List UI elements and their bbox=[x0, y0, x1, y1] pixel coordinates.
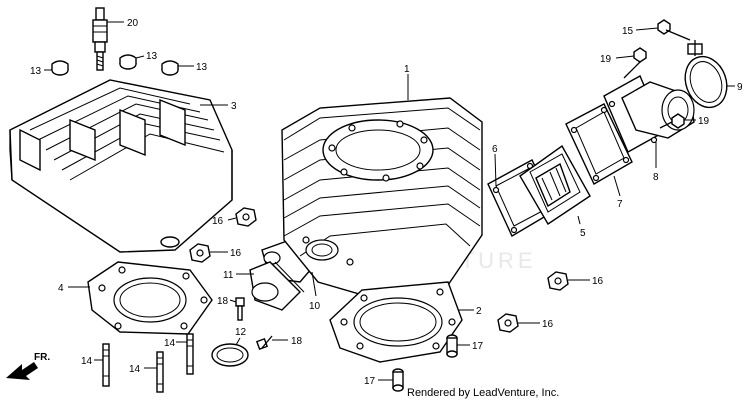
cap-nut-left[interactable] bbox=[51, 60, 69, 76]
callout-15: 15 bbox=[622, 26, 634, 37]
callout-9: 9 bbox=[737, 82, 743, 93]
callout-12: 12 bbox=[235, 327, 247, 338]
callout-5: 5 bbox=[580, 228, 586, 239]
o-ring[interactable] bbox=[211, 343, 249, 367]
reed-spacer-gasket[interactable] bbox=[565, 103, 633, 185]
render-credit: Rendered by LeadVenture, Inc. bbox=[407, 387, 559, 399]
callout-16-right-lower: 16 bbox=[542, 319, 554, 330]
base-gasket[interactable] bbox=[329, 281, 463, 363]
cylinder-head[interactable] bbox=[9, 79, 233, 253]
callout-20: 20 bbox=[127, 18, 139, 29]
intake-joint[interactable] bbox=[249, 239, 313, 311]
callout-18-lower: 18 bbox=[291, 336, 303, 347]
callout-17-lower: 17 bbox=[364, 376, 376, 387]
clamp-screw[interactable] bbox=[657, 19, 691, 41]
nut-right-upper[interactable] bbox=[547, 271, 569, 291]
stud-bolt-left[interactable] bbox=[102, 343, 110, 387]
callout-7: 7 bbox=[617, 199, 623, 210]
callout-11: 11 bbox=[223, 270, 234, 281]
front-direction-arrow: FR. bbox=[6, 352, 50, 380]
spark-plug[interactable] bbox=[92, 7, 108, 71]
hose-clamp[interactable] bbox=[678, 40, 733, 113]
callout-14-left: 14 bbox=[81, 356, 93, 367]
insulator-bolt-upper[interactable] bbox=[623, 47, 647, 79]
callout-19-lower: 19 bbox=[698, 116, 710, 127]
nut-right-lower[interactable] bbox=[497, 313, 519, 333]
bolt-lower[interactable] bbox=[255, 335, 273, 351]
callout-3: 3 bbox=[231, 101, 237, 112]
cap-nut-right[interactable] bbox=[161, 60, 179, 76]
cylinder[interactable] bbox=[281, 97, 483, 301]
callout-14-middle: 14 bbox=[129, 364, 141, 375]
direction-label: FR. bbox=[34, 352, 50, 363]
head-gasket[interactable] bbox=[87, 261, 213, 335]
callout-19-upper: 19 bbox=[600, 54, 612, 65]
cap-nut-middle[interactable] bbox=[119, 54, 137, 70]
dowel-pin-upper[interactable] bbox=[446, 334, 458, 358]
callout-16-upper: 16 bbox=[212, 216, 224, 227]
nut-middle-left[interactable] bbox=[189, 243, 211, 263]
callout-8: 8 bbox=[653, 172, 659, 183]
callout-16-right-upper: 16 bbox=[592, 276, 604, 287]
callouts: 1 2 3 4 5 6 7 8 9 10 11 12 13 bbox=[30, 18, 743, 387]
callout-6: 6 bbox=[492, 144, 498, 155]
dowel-pin-lower[interactable] bbox=[392, 368, 404, 392]
callout-10: 10 bbox=[309, 301, 321, 312]
bolt-upper[interactable] bbox=[235, 297, 245, 321]
insulator-bolt-lower[interactable] bbox=[659, 113, 685, 129]
reed-valve[interactable] bbox=[519, 144, 591, 225]
stud-bolt-middle[interactable] bbox=[156, 351, 164, 393]
callout-1: 1 bbox=[404, 64, 410, 75]
callout-13-left: 13 bbox=[30, 66, 42, 77]
callout-13-right: 13 bbox=[196, 62, 208, 73]
callout-17-upper: 17 bbox=[472, 341, 484, 352]
nut-upper[interactable] bbox=[235, 207, 257, 227]
callout-14-right: 14 bbox=[164, 338, 176, 349]
callout-2: 2 bbox=[476, 306, 482, 317]
stud-bolt-right[interactable] bbox=[186, 333, 194, 375]
callout-18-upper: 18 bbox=[217, 296, 229, 307]
callout-16-middle: 16 bbox=[230, 248, 242, 259]
callout-13-middle: 13 bbox=[146, 51, 158, 62]
callout-4: 4 bbox=[58, 283, 64, 294]
